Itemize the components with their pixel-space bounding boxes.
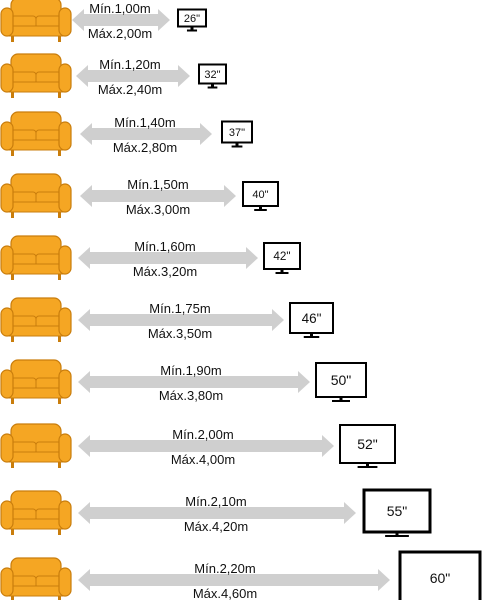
min-distance-label: Mín.1,40m xyxy=(114,115,175,130)
min-distance-label: Mín.2,20m xyxy=(194,561,255,576)
max-distance-label: Máx.4,60m xyxy=(193,586,257,600)
max-distance-label: Máx.3,80m xyxy=(159,388,223,403)
tv-icon: 42" xyxy=(263,242,301,274)
sofa-icon xyxy=(0,490,72,535)
double-arrow-icon xyxy=(76,65,190,87)
tv-size-label: 50" xyxy=(331,372,352,388)
sofa-icon xyxy=(0,557,72,600)
max-distance-label: Máx.3,20m xyxy=(133,264,197,279)
min-distance-label: Mín.2,10m xyxy=(185,494,246,509)
tv-size-label: 55" xyxy=(387,503,408,519)
double-arrow-icon xyxy=(78,502,356,524)
sofa-icon xyxy=(0,423,72,468)
tv-size-label: 52" xyxy=(357,436,378,452)
double-arrow-icon xyxy=(78,371,310,393)
tv-size-label: 37" xyxy=(229,127,245,139)
tv-size-label: 46" xyxy=(302,311,322,326)
max-distance-label: Máx.3,50m xyxy=(148,326,212,341)
sofa-icon xyxy=(0,111,72,156)
min-distance-label: Mín.1,75m xyxy=(149,301,210,316)
max-distance-label: Máx.2,00m xyxy=(88,26,152,41)
tv-size-label: 32" xyxy=(204,69,220,81)
tv-size-label: 26" xyxy=(184,13,200,25)
sofa-icon xyxy=(0,173,72,218)
sofa-icon xyxy=(0,297,72,342)
min-distance-label: Mín.1,60m xyxy=(134,239,195,254)
sofa-icon xyxy=(0,359,72,404)
tv-icon: 40" xyxy=(242,181,279,211)
double-arrow-icon xyxy=(80,123,212,145)
tv-size-label: 42" xyxy=(273,250,290,263)
double-arrow-icon xyxy=(78,309,284,331)
min-distance-label: Mín.1,00m xyxy=(89,1,150,16)
min-distance-label: Mín.1,90m xyxy=(160,363,221,378)
max-distance-label: Máx.4,20m xyxy=(184,519,248,534)
tv-size-label: 40" xyxy=(252,189,268,201)
tv-icon: 52" xyxy=(339,424,396,468)
tv-icon: 32" xyxy=(198,63,227,89)
max-distance-label: Máx.2,40m xyxy=(98,82,162,97)
double-arrow-icon xyxy=(78,569,390,591)
tv-icon: 46" xyxy=(289,302,334,338)
max-distance-label: Máx.2,80m xyxy=(113,140,177,155)
tv-icon: 60" xyxy=(398,550,482,600)
tv-icon: 50" xyxy=(315,362,367,402)
sofa-icon xyxy=(0,235,72,280)
double-arrow-icon xyxy=(78,247,258,269)
sofa-icon xyxy=(0,0,72,42)
double-arrow-icon xyxy=(72,9,170,31)
min-distance-label: Mín.1,50m xyxy=(127,177,188,192)
min-distance-label: Mín.1,20m xyxy=(99,57,160,72)
tv-icon: 55" xyxy=(362,488,432,537)
max-distance-label: Máx.3,00m xyxy=(126,202,190,217)
tv-icon: 26" xyxy=(177,8,207,32)
double-arrow-icon xyxy=(78,435,334,457)
double-arrow-icon xyxy=(80,185,236,207)
sofa-icon xyxy=(0,53,72,98)
max-distance-label: Máx.4,00m xyxy=(171,452,235,467)
min-distance-label: Mín.2,00m xyxy=(172,427,233,442)
tv-size-label: 60" xyxy=(430,570,451,586)
tv-icon: 37" xyxy=(221,120,253,148)
